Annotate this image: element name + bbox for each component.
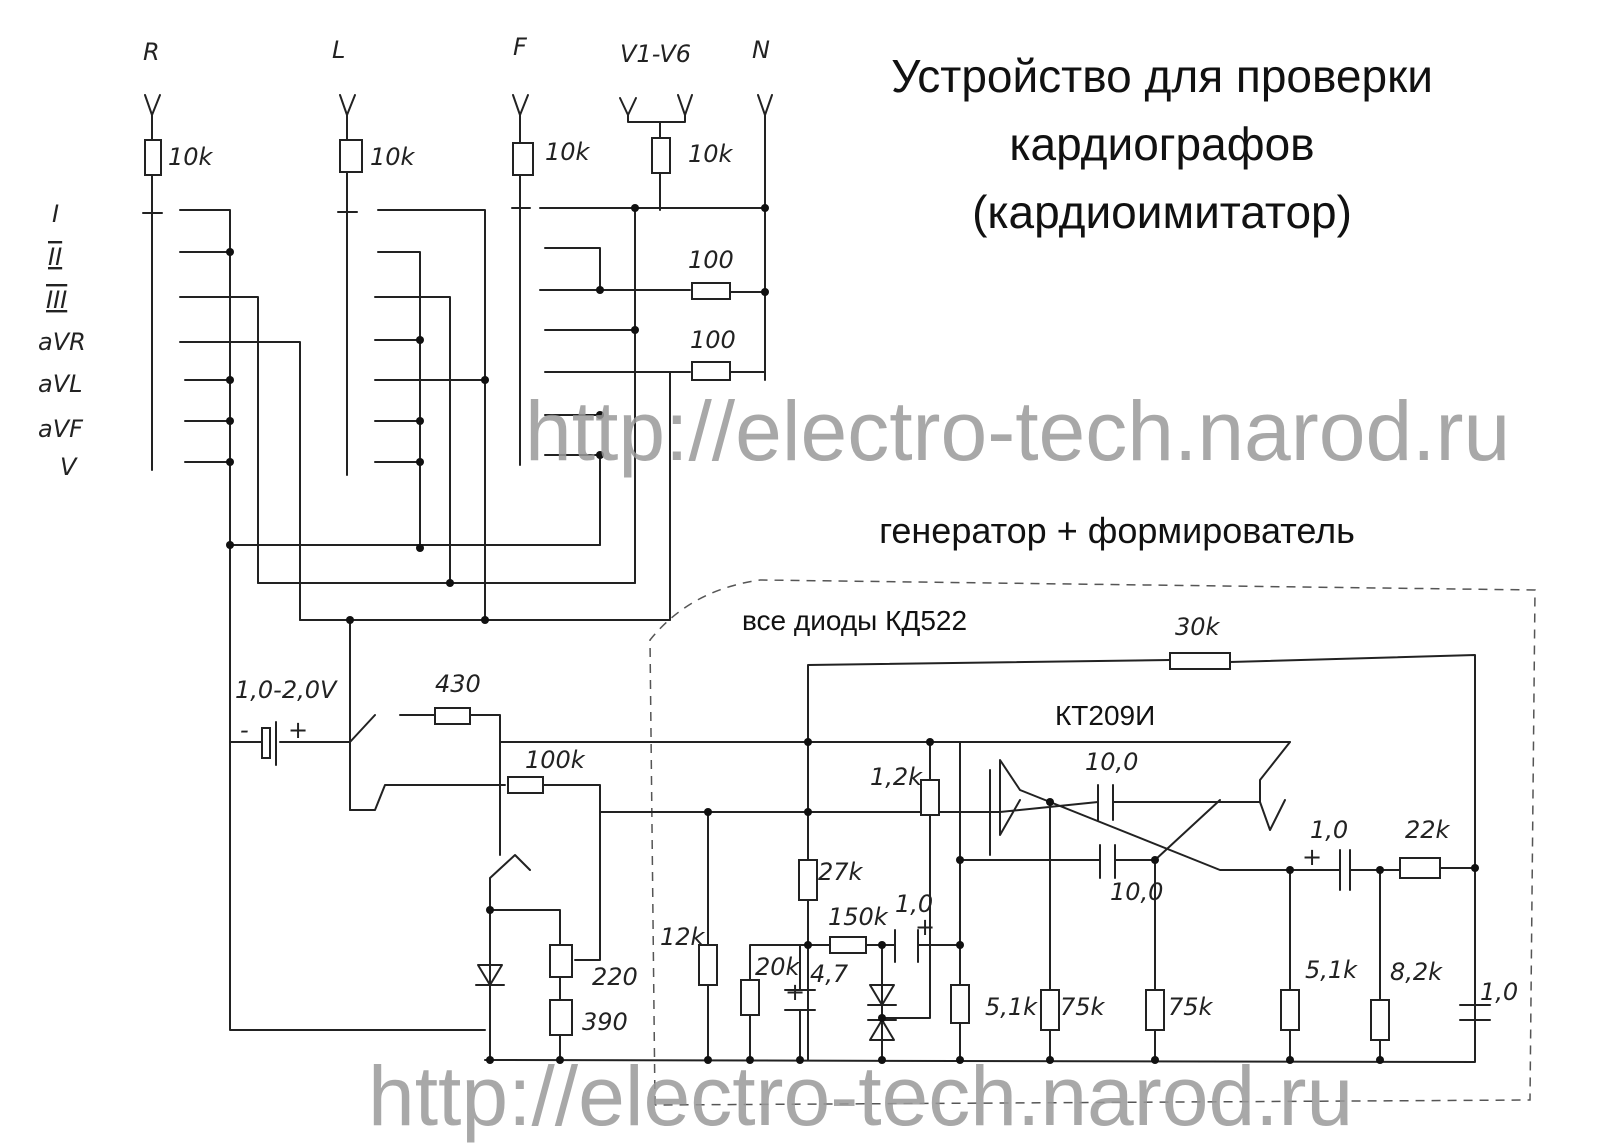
- position-avl: aVL: [38, 370, 83, 398]
- resistor-100k: [507, 776, 544, 794]
- label-390: 390: [582, 1008, 628, 1036]
- label-75k-b: 75k: [1168, 993, 1214, 1021]
- diode: [475, 964, 505, 986]
- c4-7-plus: +: [785, 978, 805, 1006]
- resistor-22k: [1399, 857, 1441, 879]
- position-avr: aVR: [38, 328, 86, 356]
- diodes-note: все диоды КД522: [742, 605, 967, 636]
- generator-wiring: [484, 654, 1476, 1063]
- battery-minus: -: [240, 716, 249, 744]
- subtitle: генератор + формирователь: [879, 510, 1355, 551]
- position-avf: aVF: [38, 415, 84, 443]
- resistor-100a: [691, 282, 731, 300]
- label-1-0-c: 1,0: [1480, 978, 1518, 1006]
- position-iii: III: [46, 286, 67, 314]
- lead-label-f: F: [513, 33, 528, 61]
- label-20k: 20k: [755, 953, 801, 981]
- resistor-220: [549, 944, 573, 978]
- label-5-1k-b: 5,1k: [1305, 956, 1358, 984]
- watermark-bottom: http://electro-tech.narod.ru: [368, 1049, 1353, 1143]
- title-line-3: (кардиоимитатор): [972, 186, 1352, 238]
- lead-n: [757, 94, 773, 381]
- resistor-30k: [1169, 652, 1231, 670]
- label-100b: 100: [690, 326, 736, 354]
- resistor-r-label: 10k: [168, 143, 214, 171]
- label-1-0-a: 1,0: [1310, 816, 1348, 844]
- battery-plus: +: [288, 716, 308, 744]
- resistor-f-label: 10k: [545, 138, 591, 166]
- resistor-390: [549, 999, 573, 1036]
- label-battery: 1,0-2,0V: [235, 676, 338, 704]
- switch-position-labels: I II III aVR aVL aVF V: [38, 200, 86, 481]
- zener-diodes: [867, 984, 897, 1041]
- label-8-2k: 8,2k: [1390, 958, 1443, 986]
- label-10-0-b: 10,0: [1110, 878, 1163, 906]
- label-10-0-a: 10,0: [1085, 748, 1138, 776]
- label-5-1k-a: 5,1k: [985, 993, 1038, 1021]
- position-v: V: [60, 453, 78, 481]
- label-22k: 22k: [1405, 816, 1451, 844]
- title-line-2: кардиографов: [1009, 118, 1314, 170]
- label-27k: 27k: [818, 858, 864, 886]
- label-1-2k: 1,2k: [870, 763, 923, 791]
- resistor-27k: [798, 859, 818, 901]
- label-30k: 30k: [1175, 613, 1221, 641]
- resistor-5-1k-a: [950, 984, 970, 1024]
- resistor-430: [434, 707, 471, 725]
- lead-f: [511, 94, 534, 466]
- resistor-5-1k-b: [1280, 989, 1300, 1031]
- transistor-label: КТ209И: [1055, 700, 1155, 731]
- lead-l: [337, 94, 363, 476]
- resistor-l-label: 10k: [370, 143, 416, 171]
- lead-v: [619, 94, 693, 211]
- label-4-7: 4,7: [810, 960, 849, 988]
- battery-symbol: [261, 727, 271, 759]
- generator-boundary: [649, 579, 1536, 1106]
- label-100k: 100k: [525, 746, 586, 774]
- label-220: 220: [592, 963, 638, 991]
- c1b-plus: +: [915, 913, 935, 941]
- lead-r: [142, 94, 163, 471]
- resistor-1-2k: [920, 779, 940, 816]
- lead-label-n: N: [752, 36, 770, 64]
- position-ii: II: [48, 243, 62, 271]
- label-150k: 150k: [828, 903, 889, 931]
- resistor-150k: [829, 936, 867, 954]
- c1a-plus: +: [1302, 843, 1322, 871]
- resistor-75k-a: [1040, 989, 1060, 1031]
- resistor-20k: [740, 979, 760, 1016]
- label-1-0-b: 1,0: [895, 890, 933, 918]
- capacitors: [784, 769, 1491, 1021]
- switch-contacts: [179, 207, 766, 621]
- watermark-top: http://electro-tech.narod.ru: [525, 384, 1510, 478]
- title-line-1: Устройство для проверки: [891, 50, 1433, 102]
- bus-lines: [229, 544, 671, 1031]
- position-i: I: [52, 200, 59, 228]
- label-12k: 12k: [660, 923, 706, 951]
- junction-dots: [226, 204, 1479, 1064]
- resistor-8-2k: [1370, 999, 1390, 1041]
- resistor-v-label: 10k: [688, 140, 734, 168]
- resistor-12k: [698, 944, 718, 986]
- lead-label-r: R: [143, 38, 160, 66]
- resistor-100b: [691, 361, 731, 381]
- label-100a: 100: [688, 246, 734, 274]
- label-430: 430: [435, 670, 481, 698]
- component-labels: 100 100 1,0-2,0V - + 430 100k 220 390 30…: [235, 246, 1518, 1036]
- lead-label-l: L: [332, 36, 345, 64]
- label-75k-a: 75k: [1060, 993, 1106, 1021]
- resistor-75k-b: [1145, 989, 1165, 1031]
- lead-label-v: V1-V6: [620, 40, 691, 68]
